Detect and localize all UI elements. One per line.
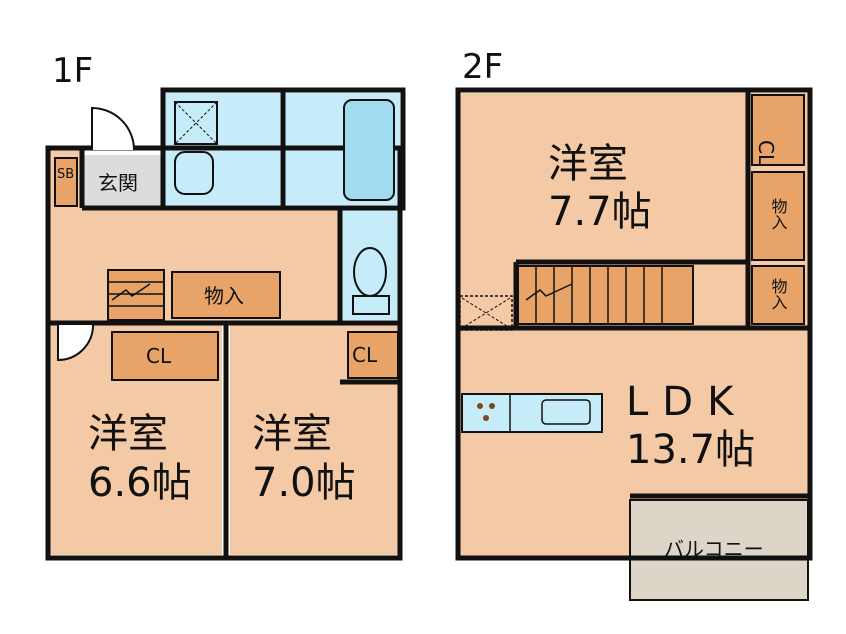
door-1f-left bbox=[57, 324, 94, 362]
floor2-plan: CL 物入 物入 洋室 7.7帖 LDK 13.7帖 バルコニー bbox=[455, 87, 813, 601]
closet-1f-left-label: CL bbox=[146, 344, 172, 368]
balcony-label: バルコニー bbox=[664, 537, 764, 561]
entrance-label: 玄関 bbox=[98, 171, 138, 195]
entrance-door bbox=[91, 106, 135, 151]
room-1f-left-size: 6.6帖 bbox=[88, 460, 192, 506]
storage-2f-2-label: 物入 bbox=[769, 278, 788, 310]
shoe-box-label: SB bbox=[57, 167, 74, 182]
room-1f-right-size: 7.0帖 bbox=[252, 460, 356, 506]
storage-2f-2 bbox=[751, 265, 805, 325]
storage-1f-label: 物入 bbox=[204, 284, 244, 308]
storage-1f bbox=[171, 271, 281, 319]
closet-2f bbox=[751, 94, 805, 166]
closet-1f-right-label: CL bbox=[352, 343, 378, 367]
floor1-label: 1F bbox=[52, 51, 93, 91]
floor2-label: 2F bbox=[462, 47, 503, 87]
bedroom-2f-size: 7.7帖 bbox=[548, 189, 652, 235]
balcony bbox=[629, 499, 809, 601]
closet-2f-label: CL bbox=[754, 140, 778, 166]
ldk-size: 13.7帖 bbox=[626, 427, 755, 473]
closet-1f-right bbox=[347, 331, 399, 379]
floor2-walls bbox=[455, 87, 813, 561]
storage-2f-1 bbox=[751, 171, 805, 261]
bedroom-2f-name: 洋室 bbox=[548, 141, 628, 187]
room-1f-left-name: 洋室 bbox=[88, 411, 168, 457]
bathtub bbox=[343, 99, 395, 201]
stairs-2f bbox=[517, 265, 694, 325]
washing-machine-pan bbox=[174, 101, 218, 145]
storage-2f-1-label: 物入 bbox=[769, 198, 788, 230]
floor1-plan: 玄関 SB 物入 CL CL 洋室 6.6帖 洋室 7.0帖 bbox=[45, 87, 406, 561]
room-1f-right-name: 洋室 bbox=[252, 411, 332, 457]
kitchen-sink bbox=[541, 399, 591, 425]
shoe-box bbox=[54, 157, 78, 207]
stairs-1f bbox=[107, 269, 165, 321]
washbasin bbox=[174, 151, 214, 195]
toilet bbox=[353, 247, 387, 297]
entrance-area bbox=[84, 155, 162, 207]
floor1-walls bbox=[45, 87, 406, 561]
closet-1f-left bbox=[111, 331, 219, 381]
ldk-name: LDK bbox=[626, 379, 747, 425]
